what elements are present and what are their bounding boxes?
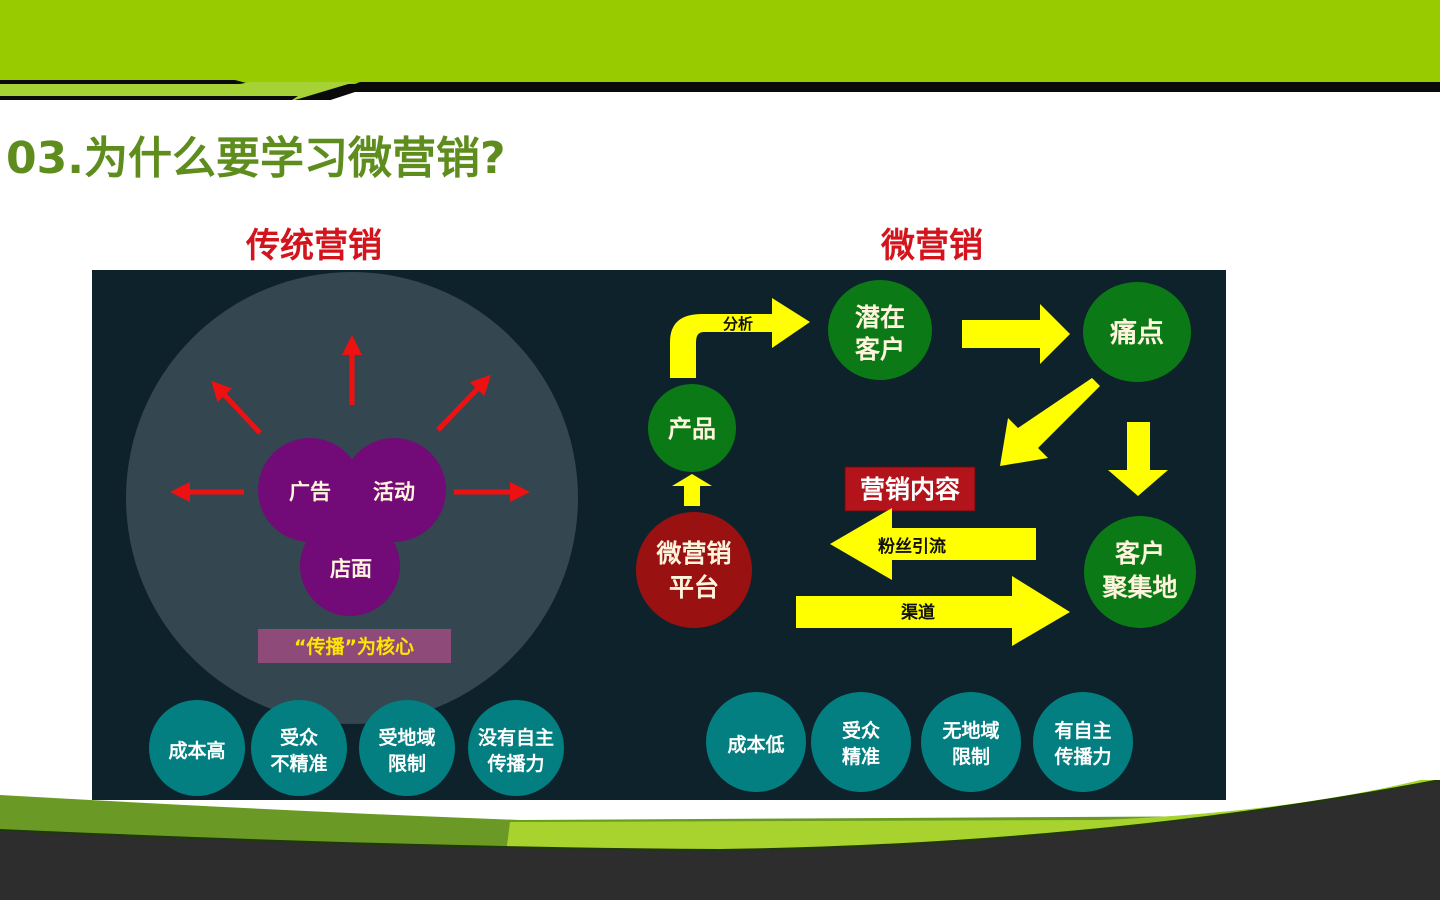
core-circles <box>258 438 446 616</box>
circle-activity: 活动 <box>373 480 415 504</box>
drawback-3-line2: 限制 <box>388 752 426 775</box>
drawback-2-line2: 不精准 <box>270 752 327 775</box>
advantage-2-line1: 受众 <box>842 719 880 742</box>
advantage-4-line2: 传播力 <box>1053 745 1111 768</box>
slide-title: 03.为什么要学习微营销? <box>6 133 506 184</box>
marketing-content-label: 营销内容 <box>860 475 960 504</box>
analysis-label: 分析 <box>723 315 753 333</box>
core-label-box <box>258 629 451 663</box>
drawback-3-line1: 受地域 <box>378 726 435 749</box>
comparison-diagram: 广告 活动 店面 “传播”为核心 成本高 受众 不精准 受地域 限制 没有自主 … <box>92 270 1226 800</box>
platform-line1: 微营销 <box>655 539 731 568</box>
marketing-content-box <box>844 466 976 512</box>
gather-line1: 客户 <box>1115 539 1165 568</box>
advantage-2-line2: 精准 <box>842 745 880 768</box>
analysis-arrow <box>670 298 810 378</box>
advantage-3-line1: 无地域 <box>942 719 999 742</box>
potential-customer-node <box>828 280 932 380</box>
advantage-3-line2: 限制 <box>952 745 990 768</box>
pain-point-label: 痛点 <box>1110 317 1164 349</box>
gather-node <box>1084 516 1196 628</box>
advantage-4-line1: 有自主 <box>1054 719 1111 742</box>
to-pain-arrow <box>962 304 1070 364</box>
channel-arrow <box>796 576 1070 646</box>
down-arrow <box>1108 422 1168 496</box>
fans-arrow <box>830 508 1036 580</box>
drawback-list <box>149 700 564 796</box>
advantage-1: 成本低 <box>727 733 784 756</box>
product-node <box>648 384 736 472</box>
red-spread-arrows <box>170 335 530 502</box>
gather-line2: 聚集地 <box>1101 573 1177 602</box>
drawback-4-line2: 传播力 <box>486 752 544 775</box>
circle-ad: 广告 <box>289 480 331 504</box>
drawback-2-line1: 受众 <box>280 726 318 749</box>
circle-store: 店面 <box>330 557 372 581</box>
potential-line1: 潜在 <box>855 303 905 332</box>
to-content-arrow <box>1000 378 1100 466</box>
header-band <box>0 0 1440 100</box>
product-label: 产品 <box>668 415 716 443</box>
advantage-list <box>706 692 1133 792</box>
core-label: “传播”为核心 <box>294 635 414 658</box>
up-arrow <box>672 474 712 506</box>
platform-line2: 平台 <box>669 573 719 602</box>
pain-point-node <box>1083 282 1191 382</box>
potential-line2: 客户 <box>855 335 905 364</box>
drawback-1: 成本高 <box>168 739 225 762</box>
drawback-4-line1: 没有自主 <box>478 726 554 749</box>
fans-label: 粉丝引流 <box>878 536 946 557</box>
platform-node <box>636 512 752 628</box>
channel-label: 渠道 <box>900 602 935 623</box>
traditional-marketing-heading: 传统营销 <box>246 226 382 266</box>
diagram-canvas: 广告 活动 店面 “传播”为核心 成本高 受众 不精准 受地域 限制 没有自主 … <box>126 272 1196 796</box>
micro-marketing-heading: 微营销 <box>881 226 983 266</box>
footer-band <box>0 780 1440 900</box>
